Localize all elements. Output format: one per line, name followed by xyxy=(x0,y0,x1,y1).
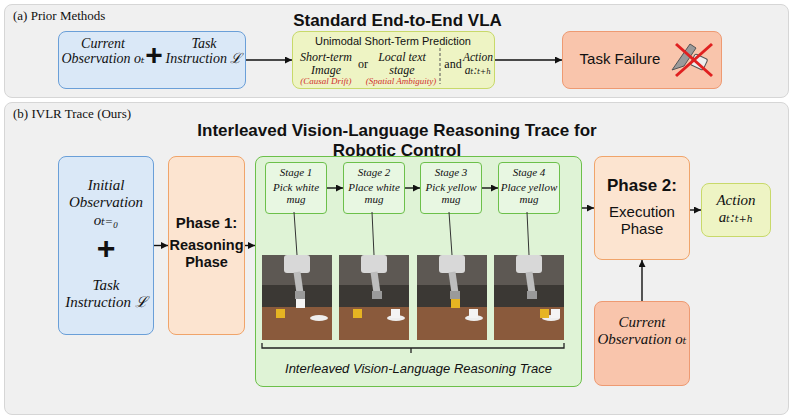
node-text: Task Instruction ℒ xyxy=(59,277,153,312)
node-text: Execution Phase xyxy=(595,203,689,238)
failure-icon xyxy=(672,44,712,76)
flow-arrow xyxy=(154,245,168,246)
node-text: (Causal Drift) xyxy=(293,77,359,87)
flow-arrow xyxy=(245,245,255,246)
node-text: (Spatial Ambiguity) xyxy=(361,77,441,87)
flow-arrow xyxy=(641,260,642,301)
node-text: Phase 1: xyxy=(169,215,244,232)
node-text: Place yellow mug xyxy=(499,181,559,205)
stage-box: Stage 4 Place yellow mug xyxy=(498,162,560,214)
robot-frame xyxy=(262,255,332,340)
trace-box: Interleaved Vision-Language Reasoning Tr… xyxy=(255,156,582,387)
node-text: Phase 2: xyxy=(595,177,689,196)
node-text: Current Observation oₜ xyxy=(61,36,145,67)
stage-box: Stage 1 Pick white mug xyxy=(265,162,327,214)
action-box: Action aₜ:ₜ₊ₕ xyxy=(701,183,771,237)
failure-box: Task Failure xyxy=(562,31,722,89)
robot-frame xyxy=(494,255,564,340)
node-text: Standard End-to-End VLA xyxy=(5,12,790,31)
node-text: Action aₜ:ₜ₊ₕ xyxy=(702,192,770,227)
flow-arrow xyxy=(495,59,562,60)
node-text: Reasoning Phase xyxy=(169,237,244,270)
node-text: Stage 4 xyxy=(499,166,559,178)
input-box: Current Observation oₜ+Task Instruction … xyxy=(58,31,246,89)
observation-box: Current Observation oₜ xyxy=(594,301,690,386)
node-text: Task Instruction ℒ xyxy=(163,36,245,67)
dashed-separator xyxy=(440,48,441,84)
flow-arrow xyxy=(482,187,498,188)
stage-box: Stage 2 Place white mug xyxy=(343,162,405,214)
node-text: Stage 3 xyxy=(421,166,481,178)
node-text: Pick white mug xyxy=(266,181,326,205)
panel: (b) IVLR Trace (Ours)Interleaved Vision-… xyxy=(4,102,789,415)
node-text: (a) Prior Methods xyxy=(13,9,213,23)
node-text: (b) IVLR Trace (Ours) xyxy=(13,107,213,121)
node-text: and xyxy=(443,58,463,71)
panel: (a) Prior MethodsStandard End-to-End VLA… xyxy=(4,4,789,98)
node-text: Stage 2 xyxy=(344,166,404,178)
node-text: Stage 1 xyxy=(266,166,326,178)
phase-box: Phase 1: Reasoning Phase xyxy=(168,156,245,335)
robot-frame xyxy=(417,255,487,340)
phase-box: Phase 2: Execution Phase xyxy=(594,156,690,260)
flow-arrow xyxy=(246,59,292,60)
node-text: or xyxy=(355,58,371,71)
input-box: Initial Observation oₜ₌₀+ Task Instructio… xyxy=(58,156,154,335)
stage-box: Stage 3 Pick yellow mug xyxy=(420,162,482,214)
node-text: Initial Observation oₜ₌₀ xyxy=(59,177,153,229)
node-text: + xyxy=(143,38,165,71)
flow-arrow xyxy=(405,187,420,188)
robot-frame xyxy=(339,255,409,340)
frame-bracket xyxy=(262,343,564,353)
node-text: Place white mug xyxy=(344,181,404,205)
node-text: Current Observation oₜ xyxy=(595,314,689,349)
leader-lines xyxy=(294,212,529,255)
node-text: Unimodal Short-Term Prediction xyxy=(293,35,493,47)
flow-arrow xyxy=(690,209,701,210)
flow-arrow xyxy=(582,207,594,208)
prediction-box: Unimodal Short-Term PredictionShort-term… xyxy=(292,31,495,89)
node-text: Task Failure xyxy=(573,51,667,68)
flow-arrow xyxy=(327,187,343,188)
node-text: Short-term Image xyxy=(295,51,357,77)
node-text: Action aₜ:ₜ₊ₕ xyxy=(460,51,496,76)
node-text: Pick yellow mug xyxy=(421,181,481,205)
node-text: Interleaved Vision-Language Reasoning Tr… xyxy=(182,121,612,160)
node-text: Interleaved Vision-Language Reasoning Tr… xyxy=(256,362,581,376)
node-text: Local text stage xyxy=(371,51,433,77)
node-text: + xyxy=(59,231,153,266)
